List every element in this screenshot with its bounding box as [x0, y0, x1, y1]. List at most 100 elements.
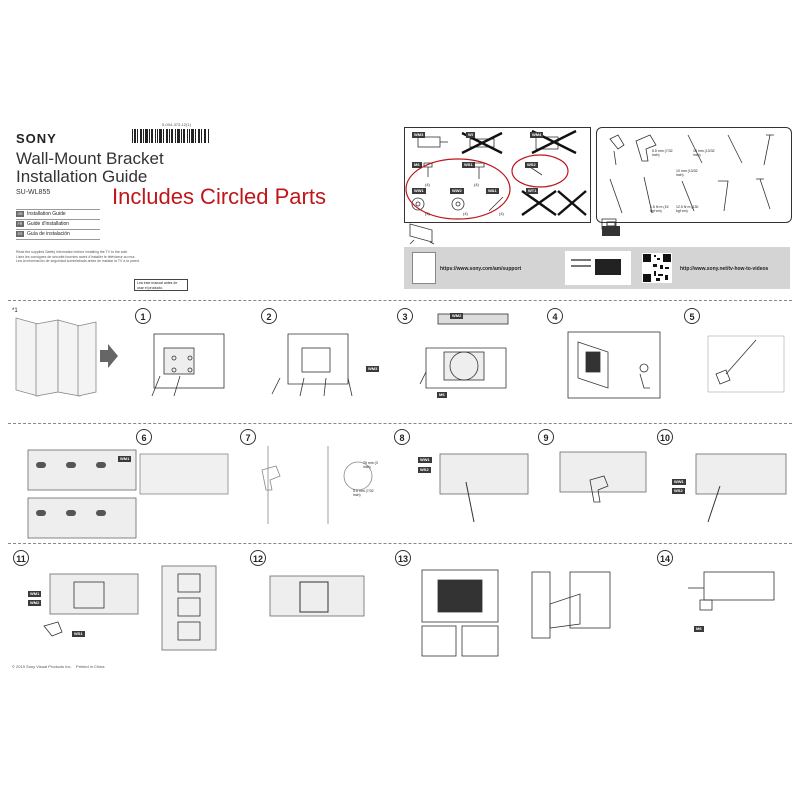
model-number: SU-WL855 — [16, 189, 51, 196]
callout-ws2: WS2 — [418, 467, 431, 473]
step-6-illustration — [27, 449, 137, 539]
tool-dim-5: 12.5 N·m (130 kgf·cm) — [676, 205, 699, 213]
step-13-illustration — [421, 569, 499, 657]
step-14-illustration — [688, 571, 775, 611]
step-number: 5 — [684, 308, 700, 324]
part-label-wm4: WM4 — [530, 132, 544, 138]
barcode-number: 5-004-373-12(1) — [162, 122, 191, 127]
toolbox-icon — [602, 221, 620, 236]
page-title: Wall-Mount Bracket Installation Guide — [16, 150, 164, 186]
title-line-1: Wall-Mount Bracket — [16, 149, 164, 168]
step-11-detail — [161, 565, 217, 651]
step-5-illustration — [707, 335, 785, 393]
tool-dim-1: 5.5 mm (7/32 inch) — [652, 149, 673, 157]
step-number: 1 — [135, 308, 151, 324]
callout-m6: M6 — [694, 626, 704, 632]
callout-wm3: WM3 — [366, 366, 380, 372]
tool-dim-4: 1.5 N·m (15 kgf·cm) — [650, 205, 669, 213]
part-qty: (4) — [474, 182, 479, 187]
tool-dim-2: 10 mm (13/32 inch) — [693, 149, 715, 157]
part-label-ws1: WS1 — [462, 162, 475, 168]
step-10-illustration — [695, 453, 787, 523]
step-6-rail — [139, 453, 229, 495]
lang-code: ES — [16, 231, 24, 237]
tools-illustrations — [601, 134, 774, 230]
part-qty: (4) — [463, 211, 468, 216]
callout-ww1: WW1 — [672, 479, 686, 485]
step-number: 11 — [13, 550, 29, 566]
parts-panel — [404, 127, 591, 223]
callout-m6: M6 — [437, 392, 447, 398]
barcode — [132, 129, 209, 143]
step-4-illustration — [567, 331, 661, 399]
manual-thumbnail — [412, 252, 436, 284]
step-number: 3 — [397, 308, 413, 324]
video-thumbnail — [565, 251, 631, 285]
step-number: 6 — [136, 429, 152, 445]
step-number: 7 — [240, 429, 256, 445]
callout-wm2: WM2 — [28, 600, 42, 606]
part-qty: (4) — [425, 211, 430, 216]
lang-code: GB — [16, 211, 24, 217]
support-url[interactable]: https://www.sony.com/am/support — [440, 266, 522, 272]
safety-note: Lisez les consignes de sécurité fournies… — [16, 254, 136, 259]
safety-notes: Read the supplied Safety information bef… — [16, 250, 166, 264]
callout-ww1: WW1 — [418, 457, 432, 463]
dim-label-2: 5.5 mm (7/32 inch) — [353, 489, 374, 497]
part-label-ws2: WS2 — [525, 162, 538, 168]
part-label-wm3: WM3 — [412, 132, 426, 138]
divider — [8, 300, 792, 301]
callout-wm1: WM1 — [28, 591, 42, 597]
step-8-illustration — [439, 453, 529, 523]
callout-wm2: WM2 — [450, 313, 464, 319]
brand-logo: SONY — [16, 131, 57, 146]
step-9-illustration — [559, 451, 647, 503]
part-label-m6: M6 — [412, 162, 422, 168]
step-number: 9 — [538, 429, 554, 445]
lang-label: Guía de instalación — [27, 231, 70, 237]
footer: © 2019 Sony Visual Products Inc. Printed… — [12, 664, 105, 669]
step-7-illustration — [261, 446, 373, 524]
step-number: 14 — [657, 550, 673, 566]
step-2-illustration — [271, 333, 353, 397]
how-to-videos-url[interactable]: http://www.sony.net/tv-how-to-videos — [680, 266, 769, 272]
step-number: 13 — [395, 550, 411, 566]
printed-in-text: Printed in China — [76, 664, 105, 669]
step-11-illustration — [43, 573, 139, 637]
part-label-wi: WI — [466, 132, 475, 138]
step-number: 12 — [250, 550, 266, 566]
tv-icon — [409, 223, 435, 245]
lang-code: FR — [16, 221, 24, 227]
circled-parts-annotation: Includes Circled Parts — [112, 184, 326, 209]
step-number: 10 — [657, 429, 673, 445]
step-number: 8 — [394, 429, 410, 445]
part-label-ww1: WW1 — [412, 188, 426, 194]
callout-wm1: WM1 — [118, 456, 132, 462]
step-number: 4 — [547, 308, 563, 324]
part-qty: (4) — [425, 182, 430, 187]
tools-panel — [596, 127, 792, 223]
part-label-wt1: WT1 — [526, 188, 539, 194]
step-12-illustration — [269, 575, 365, 617]
dim-label-1: 75 mm (3 inch) — [363, 461, 378, 469]
part-label-wa1: WA1 — [486, 188, 499, 194]
manual-notice-box: Lea este manual antes de usar el product… — [134, 279, 188, 291]
callout-ws1: WS1 — [72, 631, 85, 637]
tool-dim-3: 10 mm (13/32 inch) — [676, 169, 698, 177]
callout-ws2: WS2 — [672, 488, 685, 494]
step-1-illustration — [151, 333, 225, 397]
lang-label: Guide d'installation — [27, 221, 70, 227]
divider — [8, 543, 792, 544]
step-13-side-illustration — [531, 571, 611, 639]
parts-illustrations — [405, 129, 587, 220]
safety-note: Read the supplied Safety information bef… — [16, 250, 128, 254]
step-3-illustration — [419, 313, 509, 389]
part-label-ww2: WW2 — [450, 188, 464, 194]
copyright-text: © 2019 Sony Visual Products Inc. — [12, 664, 72, 669]
qr-code — [642, 253, 672, 283]
title-line-2: Installation Guide — [16, 167, 148, 186]
step-number: 2 — [261, 308, 277, 324]
